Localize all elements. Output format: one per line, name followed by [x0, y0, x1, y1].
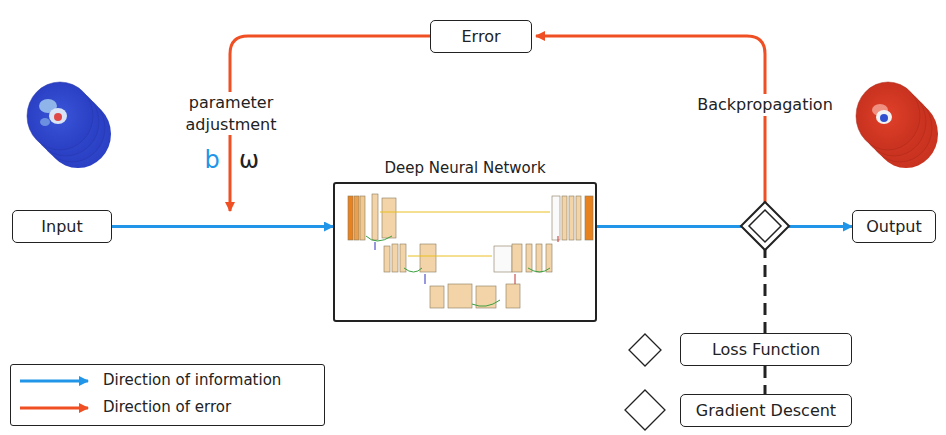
small-diamond: [625, 390, 665, 430]
legend-sample-red: [20, 407, 88, 410]
output-image: [856, 82, 938, 168]
small-diamond: [629, 334, 661, 366]
annotation-label: ω: [238, 144, 260, 176]
process-box: Output: [852, 210, 936, 243]
process-box: Input: [12, 210, 112, 243]
legend-box: Direction of informationDirection of err…: [10, 364, 325, 426]
annotation-label: parameter adjustment: [175, 92, 287, 135]
process-box: Loss Function: [680, 333, 852, 366]
process-box: Error: [430, 20, 532, 53]
node-text: Error: [462, 27, 501, 46]
node-text: Deep Neural Network: [335, 159, 595, 177]
annotation-label: Backpropagation: [690, 94, 840, 116]
network-box: Deep Neural Network: [333, 182, 597, 322]
flow-arrow: [112, 225, 333, 228]
process-box: Gradient Descent: [680, 394, 852, 427]
legend-text: Direction of error: [103, 398, 231, 416]
junction-diamond: [741, 202, 789, 250]
flow-arrow: [597, 225, 852, 228]
input-image: [27, 82, 111, 168]
legend-sample-blue: [20, 380, 88, 383]
node-text: Input: [41, 217, 82, 236]
dashed-link: [764, 246, 767, 394]
node-text: Gradient Descent: [696, 401, 836, 420]
unet-links: [366, 212, 558, 306]
unet-sketch: [348, 194, 593, 308]
node-text: Loss Function: [712, 340, 820, 359]
node-text: Output: [866, 217, 922, 236]
annotation-label: b: [203, 144, 221, 176]
legend-text: Direction of information: [103, 371, 281, 389]
